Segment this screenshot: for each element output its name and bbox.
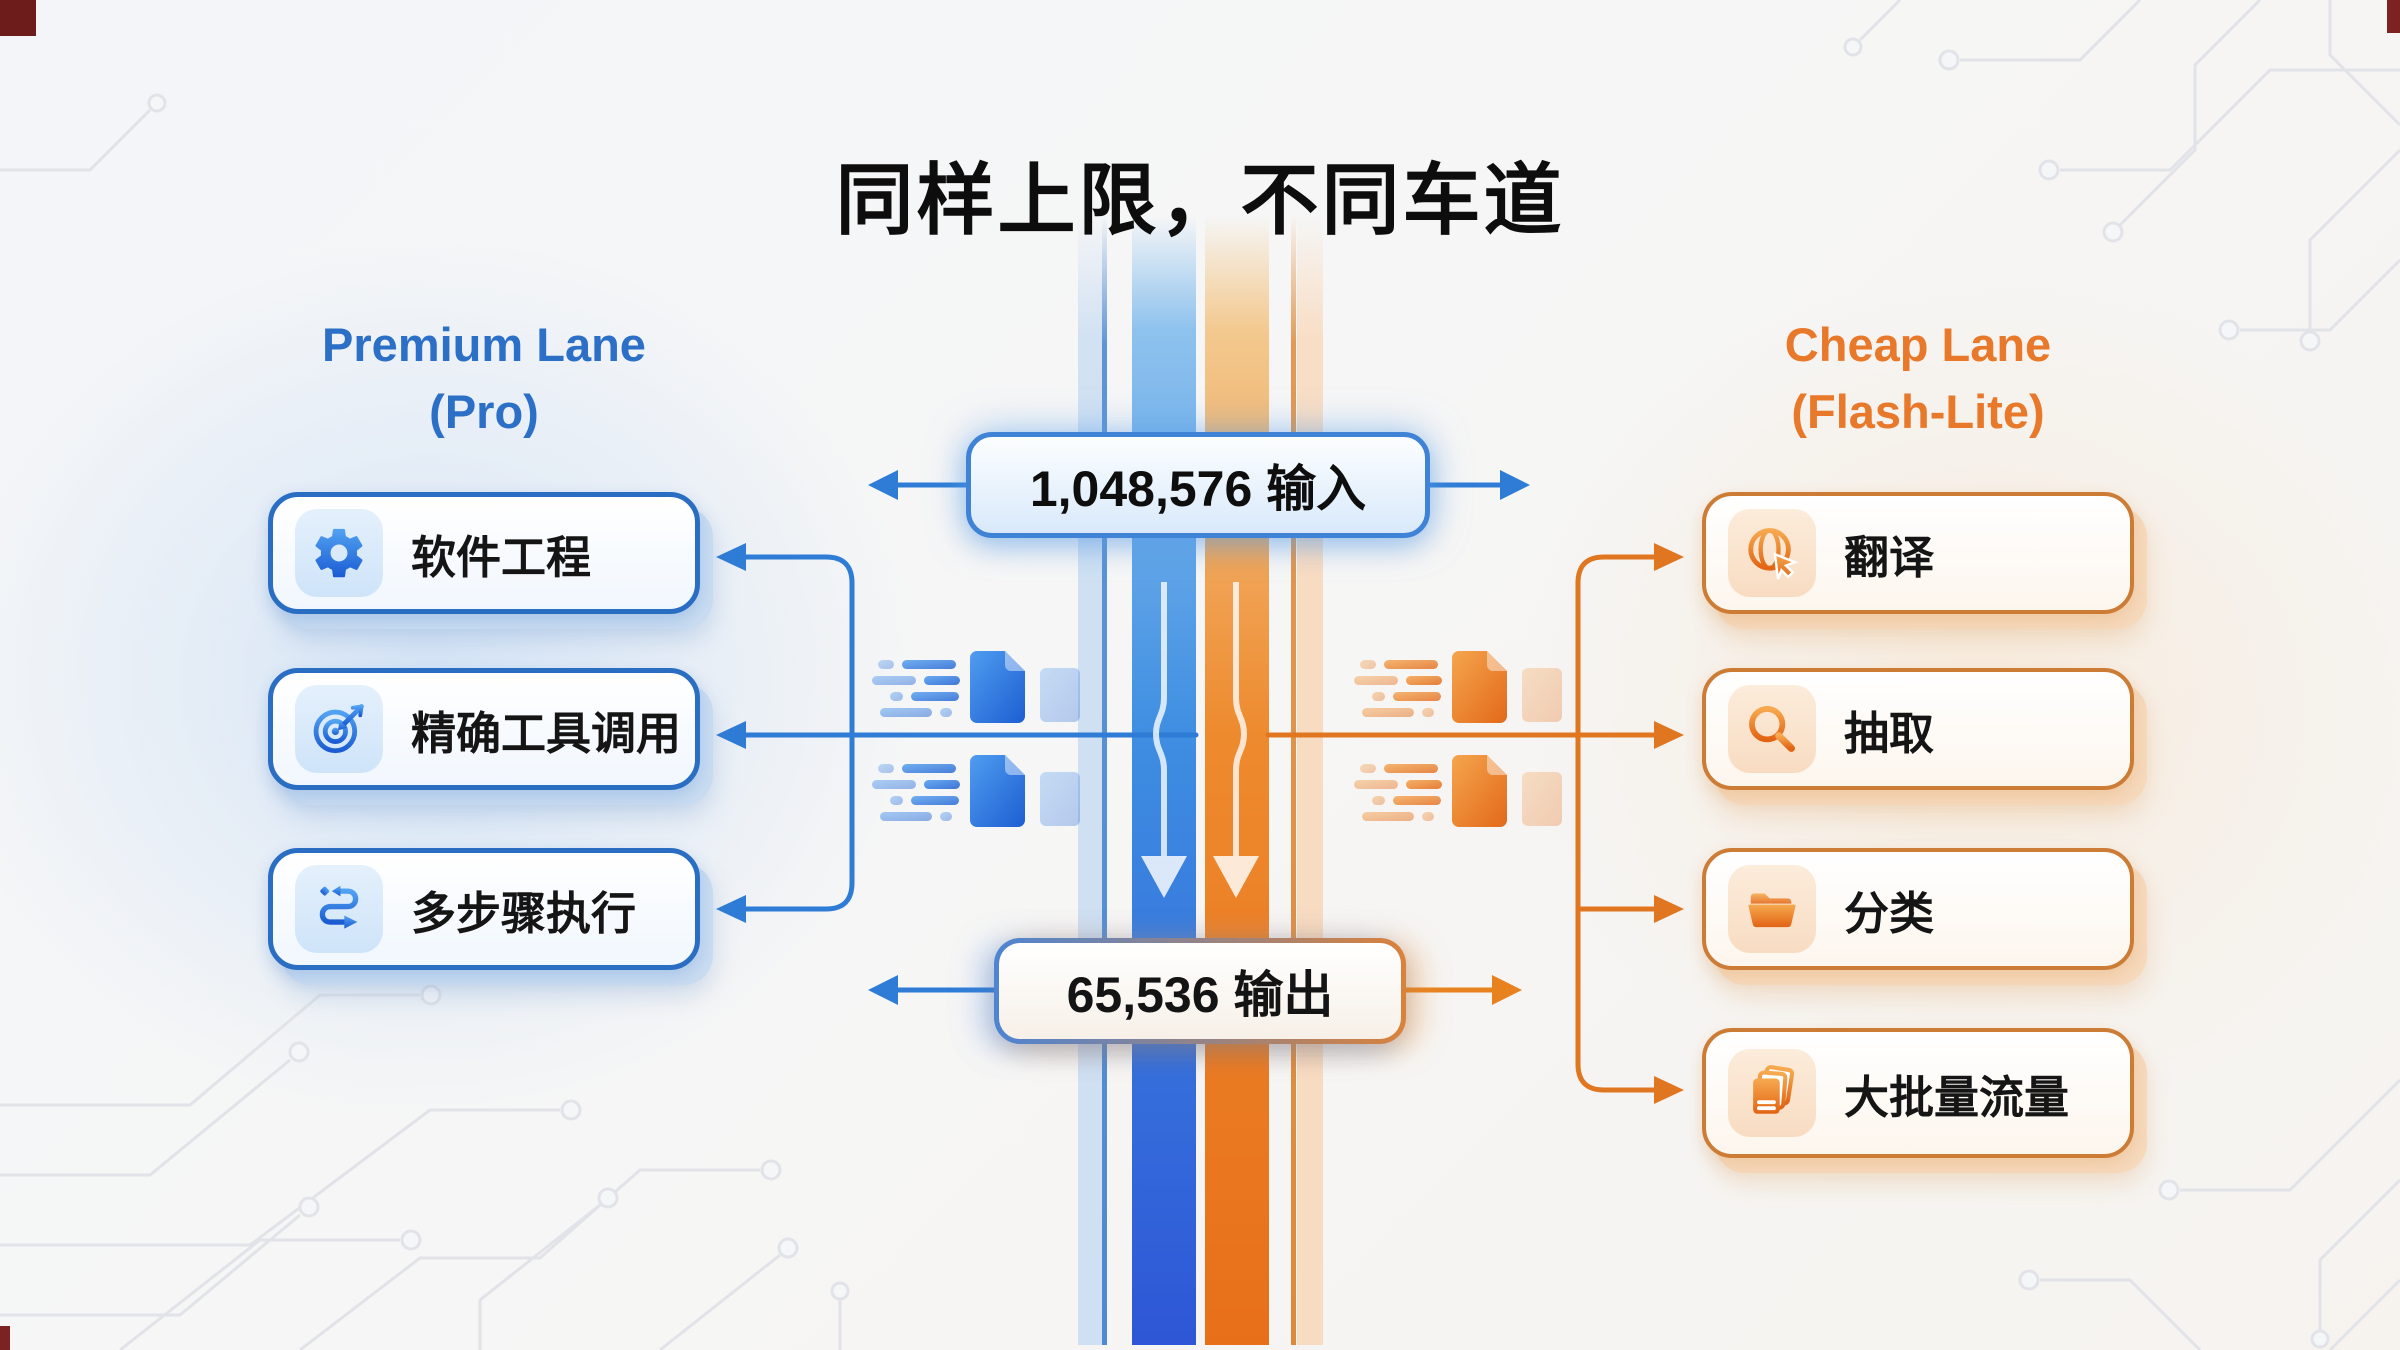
card-software-engineering: 软件工程 [268,492,713,629]
card-extraction: 抽取 [1702,668,2147,805]
output-arrow-left [868,975,996,1005]
blue-lane-flow-arrowhead [1141,856,1187,898]
output-arrow-right [1404,975,1522,1005]
card-high-volume-traffic: 大批量流量 [1702,1028,2147,1173]
circuit-pattern-bottom-right [2018,1078,2400,1350]
folder-icon [1728,865,1816,953]
speeding-document-icon [1354,755,1562,827]
card-front: 抽取 [1702,668,2134,790]
blue-lane-flow-arrow [1152,582,1167,856]
card-front: 精确工具调用 [268,668,700,790]
speeding-document-icon [872,651,1080,723]
card-front: 分类 [1702,848,2134,970]
circuit-pattern-top-left [0,93,167,172]
card-classification: 分类 [1702,848,2147,985]
card-translation: 翻译 [1702,492,2147,629]
card-multi-step-execution: 多步骤执行 [268,848,713,985]
card-label: 抽取 [1844,707,1935,759]
orange-lane-flow-arrow [1233,582,1248,856]
card-label: 分类 [1844,887,1935,939]
cheap-lane-variant: (Flash-Lite) [1791,384,2045,438]
card-front: 翻译 [1702,492,2134,614]
target-icon [295,685,383,773]
card-label: 软件工程 [411,531,592,583]
corner-mark [0,1326,10,1350]
pale-blue-stripe [1078,215,1102,1345]
left-connector-arrowheads [716,543,746,923]
orange-divider-line [1291,215,1296,1345]
cheap-lane-name: Cheap Lane [1784,318,2052,371]
search-icon [1728,685,1816,773]
circuit-pattern-bottom-left [0,984,850,1350]
documents-icon [1728,1049,1816,1137]
right-connector [1265,554,1657,1093]
speeding-document-icon [872,755,1080,827]
output-limit-inner: 65,536 输出 [999,943,1401,1039]
globe-cursor-icon [1728,509,1816,597]
card-label: 翻译 [1844,531,1935,583]
gear-icon [295,509,383,597]
corner-mark [0,0,36,36]
left-connector [743,554,1199,912]
blue-divider-line [1102,215,1107,1345]
pale-orange-stripe [1297,215,1323,1345]
input-arrows [868,470,1530,500]
output-limit-badge: 65,536 输出 [994,938,1406,1044]
page-title: 同样上限，不同车道 [835,156,1565,245]
premium-lane-variant: (Pro) [429,384,539,438]
corner-mark [2387,0,2400,33]
card-front: 软件工程 [268,492,700,614]
card-label: 多步骤执行 [411,887,637,939]
speeding-document-icon [1354,651,1562,723]
card-front: 多步骤执行 [268,848,700,970]
input-limit-label: 1,048,576 输入 [1029,461,1367,517]
output-limit-label: 65,536 输出 [1066,967,1334,1023]
card-label: 精确工具调用 [411,707,682,759]
premium-lane-header: Premium Lane (Pro) [268,312,700,445]
card-label: 大批量流量 [1844,1071,2070,1123]
circuit-pattern-top-right [1843,0,2400,352]
card-precise-tool-calling: 精确工具调用 [268,668,713,805]
cheap-lane-header: Cheap Lane (Flash-Lite) [1702,312,2134,445]
card-front: 大批量流量 [1702,1028,2134,1158]
orange-lane-flow-arrowhead [1213,856,1259,898]
route-icon [295,865,383,953]
premium-lane-name: Premium Lane [322,318,646,371]
input-limit-badge: 1,048,576 输入 [966,432,1430,538]
right-connector-arrowheads [1654,543,1684,1104]
